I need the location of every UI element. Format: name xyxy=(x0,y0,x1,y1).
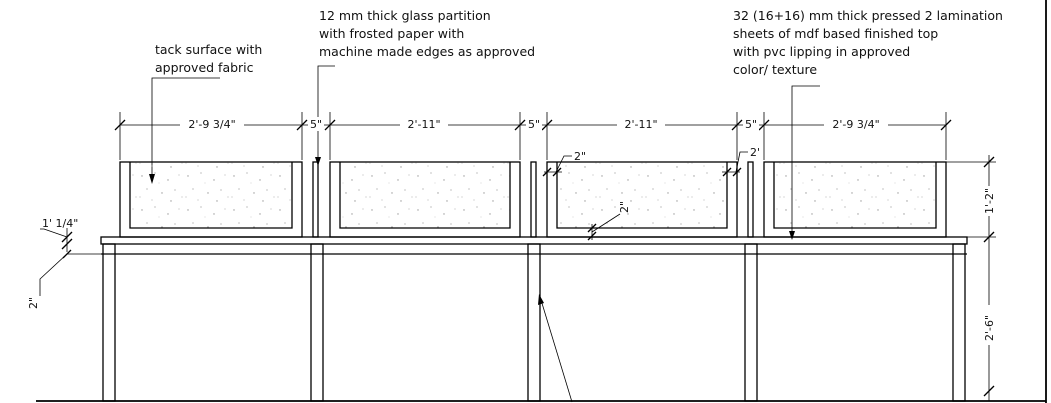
table-leg-1 xyxy=(102,243,116,402)
svg-text:sheets of mdf based finished t: sheets of mdf based finished top xyxy=(733,26,938,41)
dim-table-height: 2'-6" xyxy=(983,315,996,341)
dim-gap-2: 5" xyxy=(528,118,540,131)
partition-panel-3 xyxy=(546,161,738,238)
svg-text:32 (16+16) mm thick pressed 2: 32 (16+16) mm thick pressed 2 lamination xyxy=(733,8,1003,23)
partition-panel-4 xyxy=(763,161,947,238)
partition-panel-1 xyxy=(119,161,303,238)
frame-bottom-dimension: 2" xyxy=(587,201,631,241)
dim-panel-1: 2'-9 3/4" xyxy=(188,118,235,131)
svg-text:1' 1/4": 1' 1/4" xyxy=(42,217,78,230)
note-leaders xyxy=(149,65,820,403)
table-top xyxy=(100,236,968,245)
dim-panel-height: 1'-2" xyxy=(983,188,996,214)
svg-text:2': 2' xyxy=(750,146,760,159)
svg-text:machine made edges as approved: machine made edges as approved xyxy=(319,44,535,59)
svg-text:approved fabric: approved fabric xyxy=(155,60,254,75)
svg-text:12 mm thick glass partition: 12 mm thick glass partition xyxy=(319,8,491,23)
svg-text:2": 2" xyxy=(618,201,631,213)
glass-partition-note: 12 mm thick glass partition with frosted… xyxy=(319,8,535,59)
top-thickness-dimension: 1' 1/4" xyxy=(40,217,78,252)
leg-width-dimension: 2" xyxy=(27,249,103,309)
svg-text:2": 2" xyxy=(574,150,586,163)
table-leg-2 xyxy=(310,243,324,402)
partition-panel-2 xyxy=(329,161,521,238)
tack-surface-note: tack surface with approved fabric xyxy=(155,42,262,75)
svg-text:tack surface with: tack surface with xyxy=(155,42,262,57)
table-leg-5 xyxy=(952,243,966,402)
height-dimension-chain: 1'-2" 2'-6" xyxy=(946,155,996,402)
glass-partition-2 xyxy=(530,161,537,238)
dim-panel-4: 2'-9 3/4" xyxy=(832,118,879,131)
laminated-top-note: 32 (16+16) mm thick pressed 2 lamination… xyxy=(733,8,1003,77)
frame-right-dimension: 2' xyxy=(722,146,760,177)
svg-text:color/ texture: color/ texture xyxy=(733,62,817,77)
dim-panel-3: 2'-11" xyxy=(624,118,657,131)
table-leg-4 xyxy=(744,243,758,402)
glass-partitions xyxy=(312,161,754,238)
svg-text:with frosted paper with: with frosted paper with xyxy=(319,26,464,41)
svg-text:2": 2" xyxy=(27,297,40,309)
glass-partition-3 xyxy=(747,161,754,238)
top-dimension-chain: 2'-9 3/4" 5" 2'-11" 5" 2'-11" 5" 2'-9 3/… xyxy=(114,112,952,160)
dim-panel-2: 2'-11" xyxy=(407,118,440,131)
dim-gap-1: 5" xyxy=(310,118,322,131)
glass-partition-1 xyxy=(312,161,319,238)
table-leg-3 xyxy=(527,243,541,402)
svg-text:with pvc lipping in approved: with pvc lipping in approved xyxy=(733,44,910,59)
table-legs xyxy=(102,243,966,402)
frame-left-dimension: 2" xyxy=(542,150,586,177)
dim-gap-3: 5" xyxy=(745,118,757,131)
